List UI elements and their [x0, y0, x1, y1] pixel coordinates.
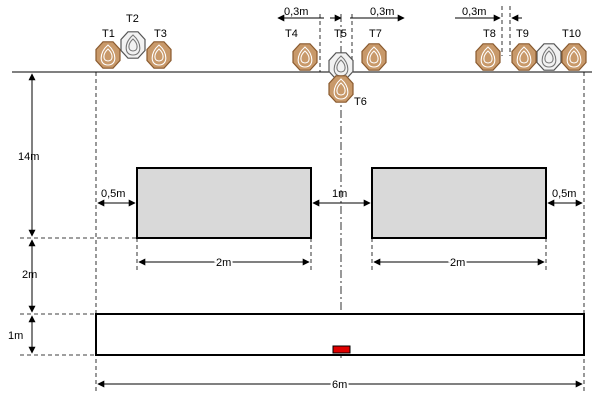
tree-ring	[480, 46, 496, 68]
tree-ring	[519, 50, 529, 64]
tree-label: T4	[285, 28, 298, 40]
tree-ring	[300, 50, 310, 64]
tree-ring	[151, 44, 167, 66]
tree-icon-extra	[536, 43, 562, 71]
tree-ring	[369, 50, 379, 64]
dim-label-spacing-b: 0,3m	[370, 6, 394, 18]
tree-ring	[333, 78, 349, 100]
tree-ring	[566, 46, 582, 68]
tree-ring	[483, 50, 493, 64]
tree-icon	[511, 43, 537, 71]
tree-ring	[336, 82, 346, 96]
tree-label: T9	[516, 28, 529, 40]
tree-ring	[125, 34, 141, 56]
dim-label-left-gap: 0,5m	[101, 188, 125, 200]
tree-canopy	[146, 41, 172, 69]
tree-ring	[100, 44, 116, 66]
tree-icon	[328, 75, 354, 103]
tree-label: T3	[154, 28, 167, 40]
dim-label-right-gap: 0,5m	[552, 188, 576, 200]
tree-label: T10	[562, 28, 581, 40]
tree-ring	[154, 48, 164, 62]
tree-icon	[361, 43, 387, 71]
tree-ring	[569, 50, 579, 64]
tree-canopy	[361, 43, 387, 71]
tree-icon	[561, 43, 587, 71]
tree-label: T2	[126, 13, 139, 25]
tree-canopy	[511, 43, 537, 71]
dim-label-spacing-c: 0,3m	[462, 6, 486, 18]
tree-icon	[95, 41, 121, 69]
planting-box-left	[136, 167, 312, 239]
tree-label: T7	[369, 28, 382, 40]
tree-canopy	[95, 41, 121, 69]
tree-ring	[297, 46, 313, 68]
tree-ring	[544, 50, 554, 64]
dim-label-middle-gap: 1m	[332, 188, 347, 200]
tree-ring	[516, 46, 532, 68]
tree-canopy	[120, 31, 146, 59]
dim-label-box-right-width: 2m	[450, 257, 465, 269]
tree-canopy	[328, 75, 354, 103]
tree-canopy	[536, 43, 562, 71]
tree-label: T5	[334, 28, 347, 40]
tree-canopy	[475, 43, 501, 71]
tree-icon	[146, 41, 172, 69]
dim-label-total-width: 6m	[332, 379, 347, 391]
tree-ring	[128, 38, 138, 52]
tree-ring	[541, 46, 557, 68]
dim-label-height-bottom: 1m	[8, 330, 23, 342]
tree-canopy	[292, 43, 318, 71]
tree-label: T1	[102, 28, 115, 40]
tree-icon	[475, 43, 501, 71]
tree-label: T6	[354, 96, 367, 108]
tree-ring	[336, 59, 346, 73]
dim-label-box-left-width: 2m	[216, 257, 231, 269]
dim-label-height-mid: 2m	[22, 269, 37, 281]
planting-box-right	[371, 167, 547, 239]
dim-label-spacing-a: 0,3m	[284, 6, 308, 18]
tree-label: T8	[483, 28, 496, 40]
red-marker	[332, 345, 351, 354]
tree-ring	[366, 46, 382, 68]
dim-label-height-top: 14m	[18, 151, 39, 163]
tree-ring	[103, 48, 113, 62]
tree-icon	[120, 31, 146, 59]
tree-icon	[292, 43, 318, 71]
tree-canopy	[561, 43, 587, 71]
